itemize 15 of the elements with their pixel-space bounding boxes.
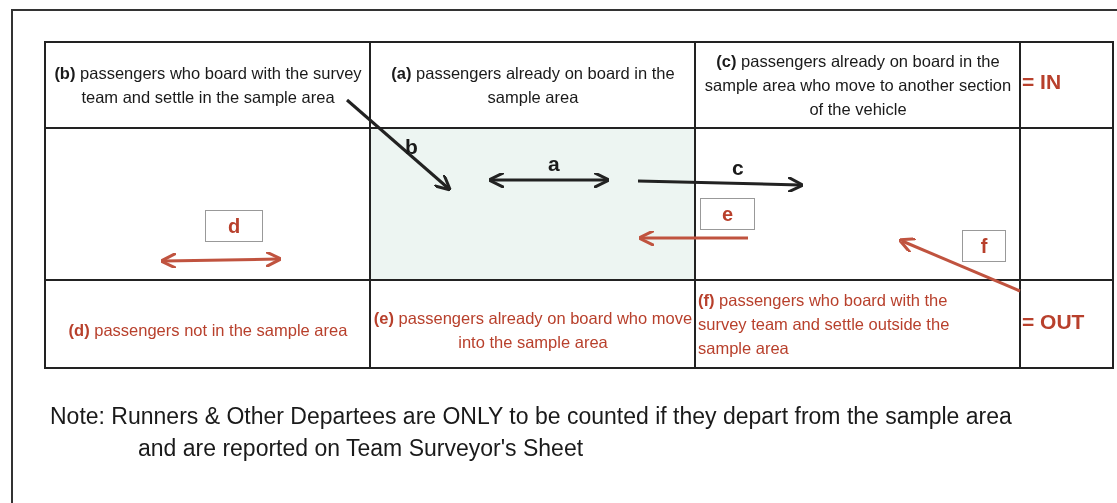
note-text: Note: Runners & Other Departees are ONLY to be counted if they depart from the sample area and are reported on Team Surveyor's Sheet <box>50 402 1013 463</box>
category-description: (f) passengers who board with the survey team and settle outside the sample area <box>698 290 951 359</box>
category-description: (a) passengers already on board in the sample area <box>390 63 676 108</box>
category-description: (b) passengers who board with the survey team and settle in the sample area <box>53 63 363 108</box>
out-marker: = OUT <box>1022 310 1085 334</box>
arrow-label: e <box>700 198 755 230</box>
category-description: (d) passengers not in the sample area <box>68 320 348 341</box>
category-description: (e) passengers already on board who move into the sample area <box>373 308 693 353</box>
arrow-label: a <box>548 152 560 176</box>
arrow-label: d <box>205 210 263 242</box>
category-description: (c) passengers already on board in the sample area who move to another section of the vehicle <box>703 51 1013 120</box>
arrow-label: f <box>962 230 1006 262</box>
in-marker: = IN <box>1022 70 1062 94</box>
arrow-label: c <box>732 156 744 180</box>
arrow-label: b <box>405 135 418 159</box>
